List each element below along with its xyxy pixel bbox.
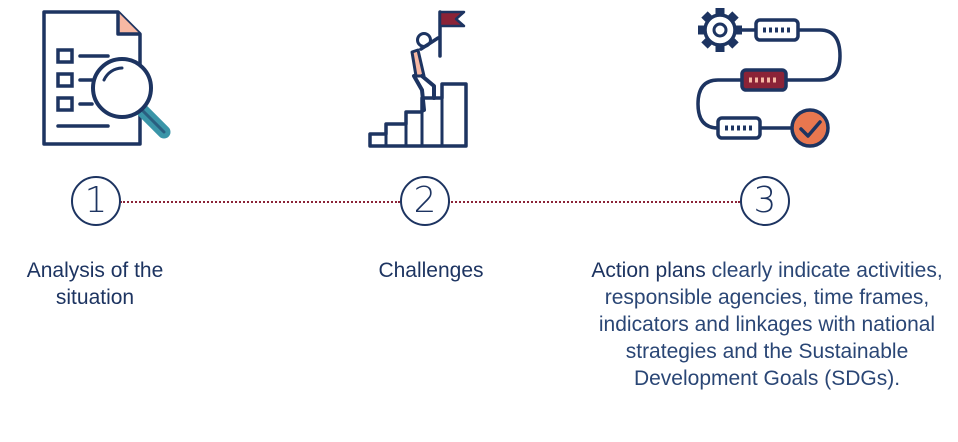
- step-title-1: Analysis of the situation: [26, 259, 164, 309]
- step-number-2: 2: [400, 176, 450, 226]
- connector-line-1-2: [120, 201, 400, 203]
- step-label-3: Action plans clearly indicate activities…: [578, 257, 956, 392]
- step-label-1: Analysis of the situation: [10, 257, 180, 311]
- step-number-1: 1: [71, 176, 121, 226]
- step-description-3: clearly indicate activities, responsible…: [598, 259, 943, 390]
- step-number-3: 3: [740, 176, 790, 226]
- gear-process-checkmark-icon: [696, 8, 842, 148]
- person-climbing-stairs-flag-icon: [368, 10, 468, 148]
- step-title-3: Action plans: [591, 259, 706, 282]
- connector-line-2-3: [448, 201, 740, 203]
- step-title-2: Challenges: [378, 259, 484, 282]
- step-label-2: Challenges: [346, 257, 516, 284]
- document-magnifier-icon: [42, 10, 171, 146]
